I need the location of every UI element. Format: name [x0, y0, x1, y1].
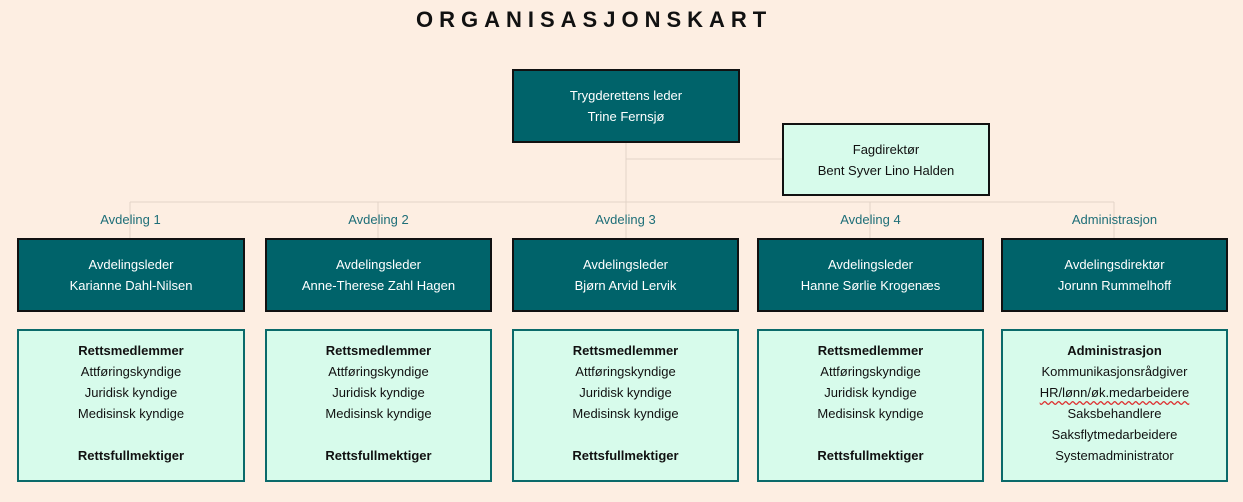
- staff-heading: Rettsmedlemmer: [572, 343, 679, 358]
- staff-item: Medisinsk kyndige: [572, 406, 679, 421]
- staff-item: Saksflytmedarbeidere: [1051, 427, 1178, 442]
- department-label: Avdeling 2: [348, 212, 409, 227]
- fagdirektor-name: Bent Syver Lino Halden: [817, 162, 955, 178]
- department-head-box: Avdelingsleder Hanne Sørlie Krogenæs: [757, 238, 984, 312]
- department-head-name: Karianne Dahl-Nilsen: [69, 278, 193, 293]
- staff-item: Juridisk kyndige: [824, 385, 917, 400]
- department-head-name: Bjørn Arvid Lervik: [574, 278, 677, 293]
- staff-heading: Rettsfullmektiger: [325, 448, 432, 463]
- staff-heading: Administrasjon: [1067, 343, 1162, 358]
- department-head-role: Avdelingsleder: [827, 257, 914, 272]
- staff-item: Attføringskyndige: [575, 364, 676, 379]
- staff-heading: Rettsmedlemmer: [325, 343, 432, 358]
- department-head-role: Avdelingsleder: [88, 257, 174, 272]
- staff-item: Juridisk kyndige: [579, 385, 672, 400]
- fagdirektor-box: Fagdirektør Bent Syver Lino Halden: [782, 123, 990, 196]
- staff-item: Kommunikasjonsrådgiver: [1041, 364, 1188, 379]
- department-label: Administrasjon: [1071, 212, 1158, 227]
- leader-role: Trygderettens leder: [569, 88, 683, 103]
- staff-item: Systemadministrator: [1055, 448, 1174, 463]
- staff-item: Attføringskyndige: [80, 364, 182, 379]
- staff-item: Attføringskyndige: [820, 364, 921, 379]
- department-staff-box: Rettsmedlemmer Attføringskyndige Juridis…: [17, 329, 245, 482]
- department-head-box: Avdelingsleder Bjørn Arvid Lervik: [512, 238, 739, 312]
- staff-item: Medisinsk kyndige: [77, 406, 185, 421]
- department-head-box: Avdelingsdirektør Jorunn Rummelhoff: [1001, 238, 1228, 312]
- department-head-box: Avdelingsleder Karianne Dahl-Nilsen: [17, 238, 245, 312]
- staff-heading: Rettsfullmektiger: [77, 448, 185, 463]
- staff-heading: Rettsfullmektiger: [572, 448, 679, 463]
- staff-item: Attføringskyndige: [328, 364, 429, 379]
- department-head-role: Avdelingsdirektør: [1064, 257, 1165, 272]
- department-label: Avdeling 1: [100, 212, 161, 227]
- staff-item: Juridisk kyndige: [332, 385, 425, 400]
- department-staff-box: Administrasjon Kommunikasjonsrådgiver HR…: [1001, 329, 1228, 482]
- page-title: ORGANISASJONSKART: [416, 7, 773, 32]
- department-staff-box: Rettsmedlemmer Attføringskyndige Juridis…: [265, 329, 492, 482]
- staff-heading: Rettsmedlemmer: [817, 343, 924, 358]
- staff-item: HR/lønn/øk.medarbeidere: [1039, 385, 1190, 400]
- department-head-role: Avdelingsleder: [582, 257, 669, 272]
- staff-item: Medisinsk kyndige: [325, 406, 432, 421]
- staff-heading: Rettsfullmektiger: [817, 448, 924, 463]
- department-head-role: Avdelingsleder: [335, 257, 422, 272]
- department-staff-box: Rettsmedlemmer Attføringskyndige Juridis…: [512, 329, 739, 482]
- department-label: Avdeling 3: [595, 212, 656, 227]
- department-head-name: Jorunn Rummelhoff: [1057, 278, 1172, 293]
- department-staff-box: Rettsmedlemmer Attføringskyndige Juridis…: [757, 329, 984, 482]
- department-head-box: Avdelingsleder Anne-Therese Zahl Hagen: [265, 238, 492, 312]
- staff-item: Saksbehandlere: [1067, 406, 1162, 421]
- department-head-name: Hanne Sørlie Krogenæs: [800, 278, 941, 293]
- staff-item: Juridisk kyndige: [84, 385, 178, 400]
- leader-box: Trygderettens leder Trine Fernsjø: [512, 69, 740, 143]
- leader-name: Trine Fernsjø: [587, 109, 665, 124]
- staff-heading: Rettsmedlemmer: [78, 343, 184, 358]
- department-head-name: Anne-Therese Zahl Hagen: [301, 278, 456, 293]
- fagdirektor-role: Fagdirektør: [852, 141, 920, 157]
- staff-item: Medisinsk kyndige: [817, 406, 924, 421]
- department-label: Avdeling 4: [840, 212, 901, 227]
